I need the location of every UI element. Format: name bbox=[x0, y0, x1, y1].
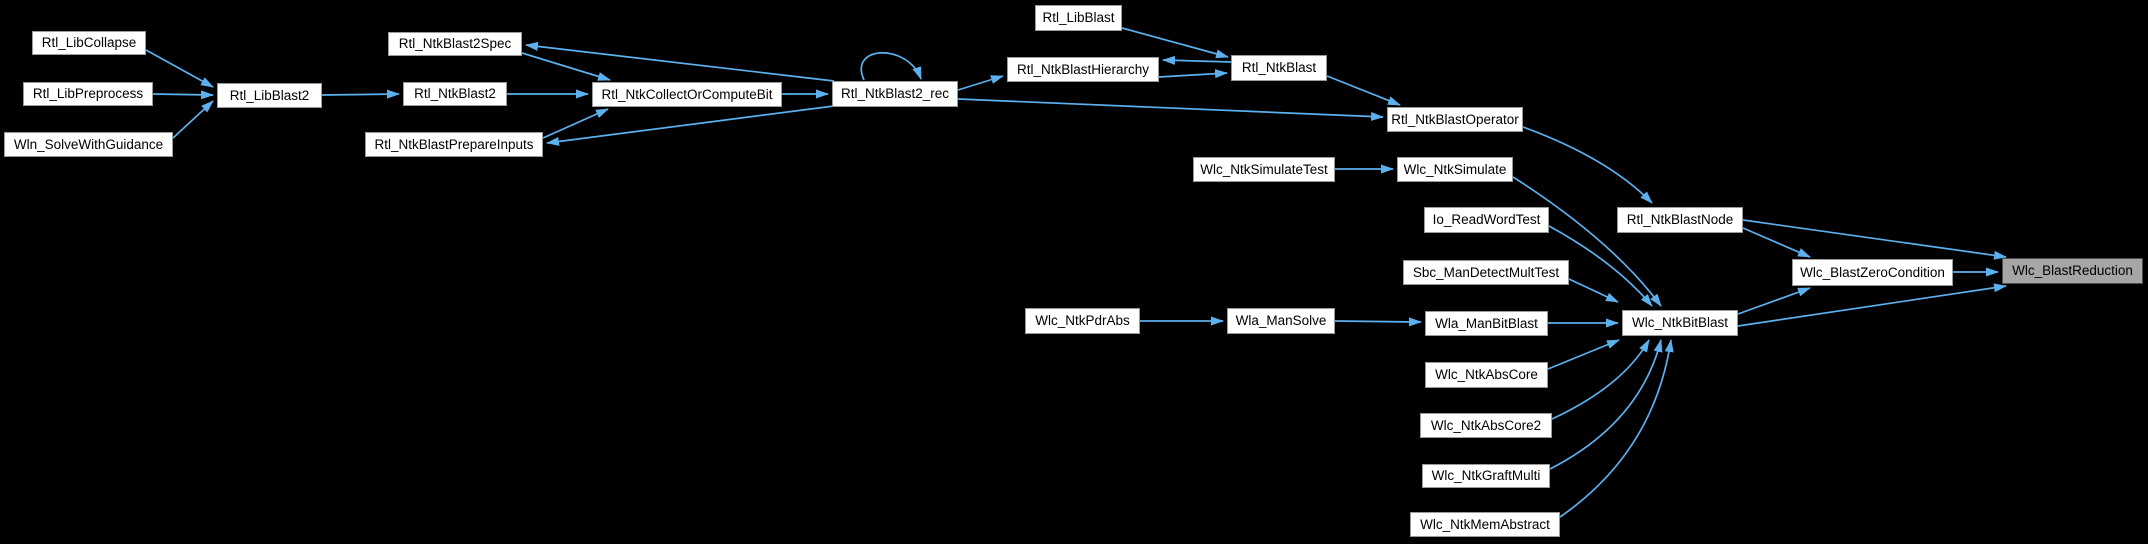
edge-wlc-ntksimulate-to-wlc-ntkbitblast bbox=[1512, 176, 1662, 307]
edge-rtl-ntkblast-to-rtl-ntkblastoperator bbox=[1326, 75, 1401, 106]
node-rtl-ntkblast2spec[interactable]: Rtl_NtkBlast2Spec bbox=[388, 32, 522, 56]
edge-rtl-ntkblast2-rec-to-rtl-ntkblast2spec bbox=[525, 41, 835, 82]
edge-rtl-ntkblastoperator-to-rtl-ntkblastnode bbox=[1522, 126, 1653, 204]
edge-rtl-ntkblast2-rec-to-rtl-ntkblastoperator bbox=[957, 98, 1384, 121]
edge-rtl-ntkblast2-rec-to-rtl-ntkblast2-rec bbox=[860, 52, 922, 81]
node-wla-mansolve[interactable]: Wla_ManSolve bbox=[1227, 308, 1335, 334]
node-wlc-ntksimulatetest[interactable]: Wlc_NtkSimulateTest bbox=[1193, 157, 1335, 182]
node-rtl-ntkblastnode[interactable]: Rtl_NtkBlastNode bbox=[1617, 207, 1743, 233]
node-rtl-ntkblasthierarchy[interactable]: Rtl_NtkBlastHierarchy bbox=[1007, 57, 1159, 82]
edge-rtl-ntkblastprepareinputs-to-rtl-ntkcollectorcomputebit bbox=[542, 108, 609, 139]
node-wlc-ntkgraftmulti[interactable]: Wlc_NtkGraftMulti bbox=[1422, 464, 1550, 488]
node-rtl-ntkblast2[interactable]: Rtl_NtkBlast2 bbox=[403, 82, 507, 106]
node-rtl-ntkblast[interactable]: Rtl_NtkBlast bbox=[1231, 55, 1327, 81]
node-wlc-ntkpdrabs[interactable]: Wlc_NtkPdrAbs bbox=[1025, 308, 1140, 334]
edge-rtl-libblast-to-rtl-ntkblast bbox=[1121, 27, 1229, 59]
node-wlc-ntkbitblast[interactable]: Wlc_NtkBitBlast bbox=[1622, 310, 1738, 336]
edge-wln-solvewithguidance-to-rtl-libblast2 bbox=[172, 100, 214, 139]
node-rtl-libblast[interactable]: Rtl_LibBlast bbox=[1035, 5, 1122, 31]
node-rtl-libpreprocess[interactable]: Rtl_LibPreprocess bbox=[23, 82, 153, 106]
edge-rtl-libcollapse-to-rtl-libblast2 bbox=[145, 49, 214, 88]
edge-io-readwordtest-to-wlc-ntkbitblast bbox=[1548, 225, 1653, 307]
edge-rtl-ntkblastnode-to-wlc-blastzerocondition bbox=[1742, 227, 1811, 258]
edge-wlc-ntkbitblast-to-wlc-blastzerocondition bbox=[1737, 287, 1811, 315]
edge-rtl-ntkblast2spec-to-rtl-ntkcollectorcomputebit bbox=[521, 52, 611, 81]
node-rtl-libblast2[interactable]: Rtl_LibBlast2 bbox=[217, 83, 322, 108]
edge-rtl-ntkblastnode-to-wlc-blastreduction bbox=[1742, 219, 2007, 260]
node-wln-solvewithguidance[interactable]: Wln_SolveWithGuidance bbox=[4, 132, 173, 157]
edge-wlc-ntkmemabstract-to-wlc-ntkbitblast bbox=[1559, 339, 1674, 518]
node-wlc-blastreduction: Wlc_BlastReduction bbox=[2002, 258, 2143, 284]
node-sbc-mandetectmulttest[interactable]: Sbc_ManDetectMultTest bbox=[1403, 260, 1569, 285]
edge-rtl-ntkblasthierarchy-to-rtl-ntkblast bbox=[1158, 69, 1228, 79]
node-wlc-ntkabscore[interactable]: Wlc_NtkAbsCore bbox=[1425, 362, 1548, 388]
edge-rtl-ntkblast-to-rtl-ntkblasthierarchy bbox=[1162, 55, 1232, 65]
edge-wlc-ntkabscore2-to-wlc-ntkbitblast bbox=[1551, 339, 1650, 420]
node-wlc-ntkmemabstract[interactable]: Wlc_NtkMemAbstract bbox=[1410, 512, 1560, 537]
edge-wlc-ntkabscore-to-wlc-ntkbitblast bbox=[1547, 339, 1620, 370]
edge-wlc-ntkbitblast-to-wlc-blastreduction bbox=[1737, 283, 2007, 327]
node-rtl-ntkblastoperator[interactable]: Rtl_NtkBlastOperator bbox=[1387, 107, 1523, 132]
node-wlc-ntksimulate[interactable]: Wlc_NtkSimulate bbox=[1397, 157, 1513, 182]
node-io-readwordtest[interactable]: Io_ReadWordTest bbox=[1424, 207, 1549, 233]
node-wla-manbitblast[interactable]: Wla_ManBitBlast bbox=[1425, 311, 1548, 336]
edge-group bbox=[145, 27, 2007, 518]
edge-rtl-ntkblast2-rec-to-rtl-ntkblastprepareinputs bbox=[546, 105, 835, 146]
node-rtl-ntkblastprepareinputs[interactable]: Rtl_NtkBlastPrepareInputs bbox=[365, 132, 543, 157]
edge-wla-mansolve-to-wla-manbitblast bbox=[1334, 317, 1422, 327]
node-wlc-ntkabscore2[interactable]: Wlc_NtkAbsCore2 bbox=[1420, 413, 1552, 438]
edge-wlc-ntkgraftmulti-to-wlc-ntkbitblast bbox=[1549, 339, 1663, 470]
edge-sbc-mandetectmulttest-to-wlc-ntkbitblast bbox=[1568, 278, 1619, 303]
node-rtl-libcollapse[interactable]: Rtl_LibCollapse bbox=[32, 31, 146, 55]
node-wlc-blastzerocondition[interactable]: Wlc_BlastZeroCondition bbox=[1792, 259, 1953, 286]
edge-rtl-libpreprocess-to-rtl-libblast2 bbox=[152, 90, 214, 100]
edge-rtl-ntkblast2-rec-to-rtl-ntkblasthierarchy bbox=[957, 75, 1004, 91]
edge-rtl-libblast2-to-rtl-ntkblast2 bbox=[321, 89, 400, 99]
node-rtl-ntkblast2-rec[interactable]: Rtl_NtkBlast2_rec bbox=[832, 81, 958, 107]
node-rtl-ntkcollectorcomputebit[interactable]: Rtl_NtkCollectOrComputeBit bbox=[592, 82, 782, 107]
